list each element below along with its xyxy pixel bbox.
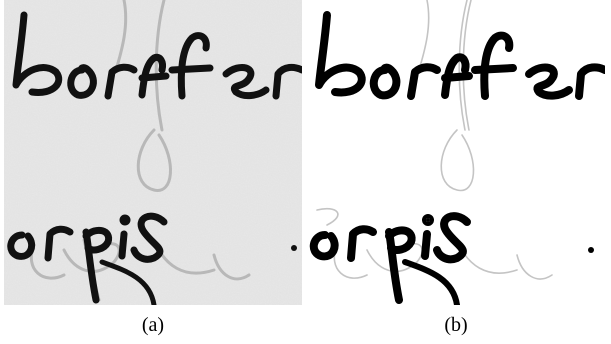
- paper-grain: [4, 0, 302, 305]
- caption-b: (b): [444, 314, 468, 336]
- caption-a: (a): [141, 314, 165, 336]
- ink-word-bottom: [7, 212, 297, 305]
- ink-word-bottom: [309, 212, 594, 305]
- enhanced-image-panel: [307, 0, 605, 305]
- original-handwriting-image: [4, 0, 302, 305]
- original-image-panel: [4, 0, 302, 305]
- ink-word-top: [12, 11, 302, 100]
- enhanced-handwriting-image: [307, 0, 605, 305]
- ink-word-top: [315, 11, 605, 100]
